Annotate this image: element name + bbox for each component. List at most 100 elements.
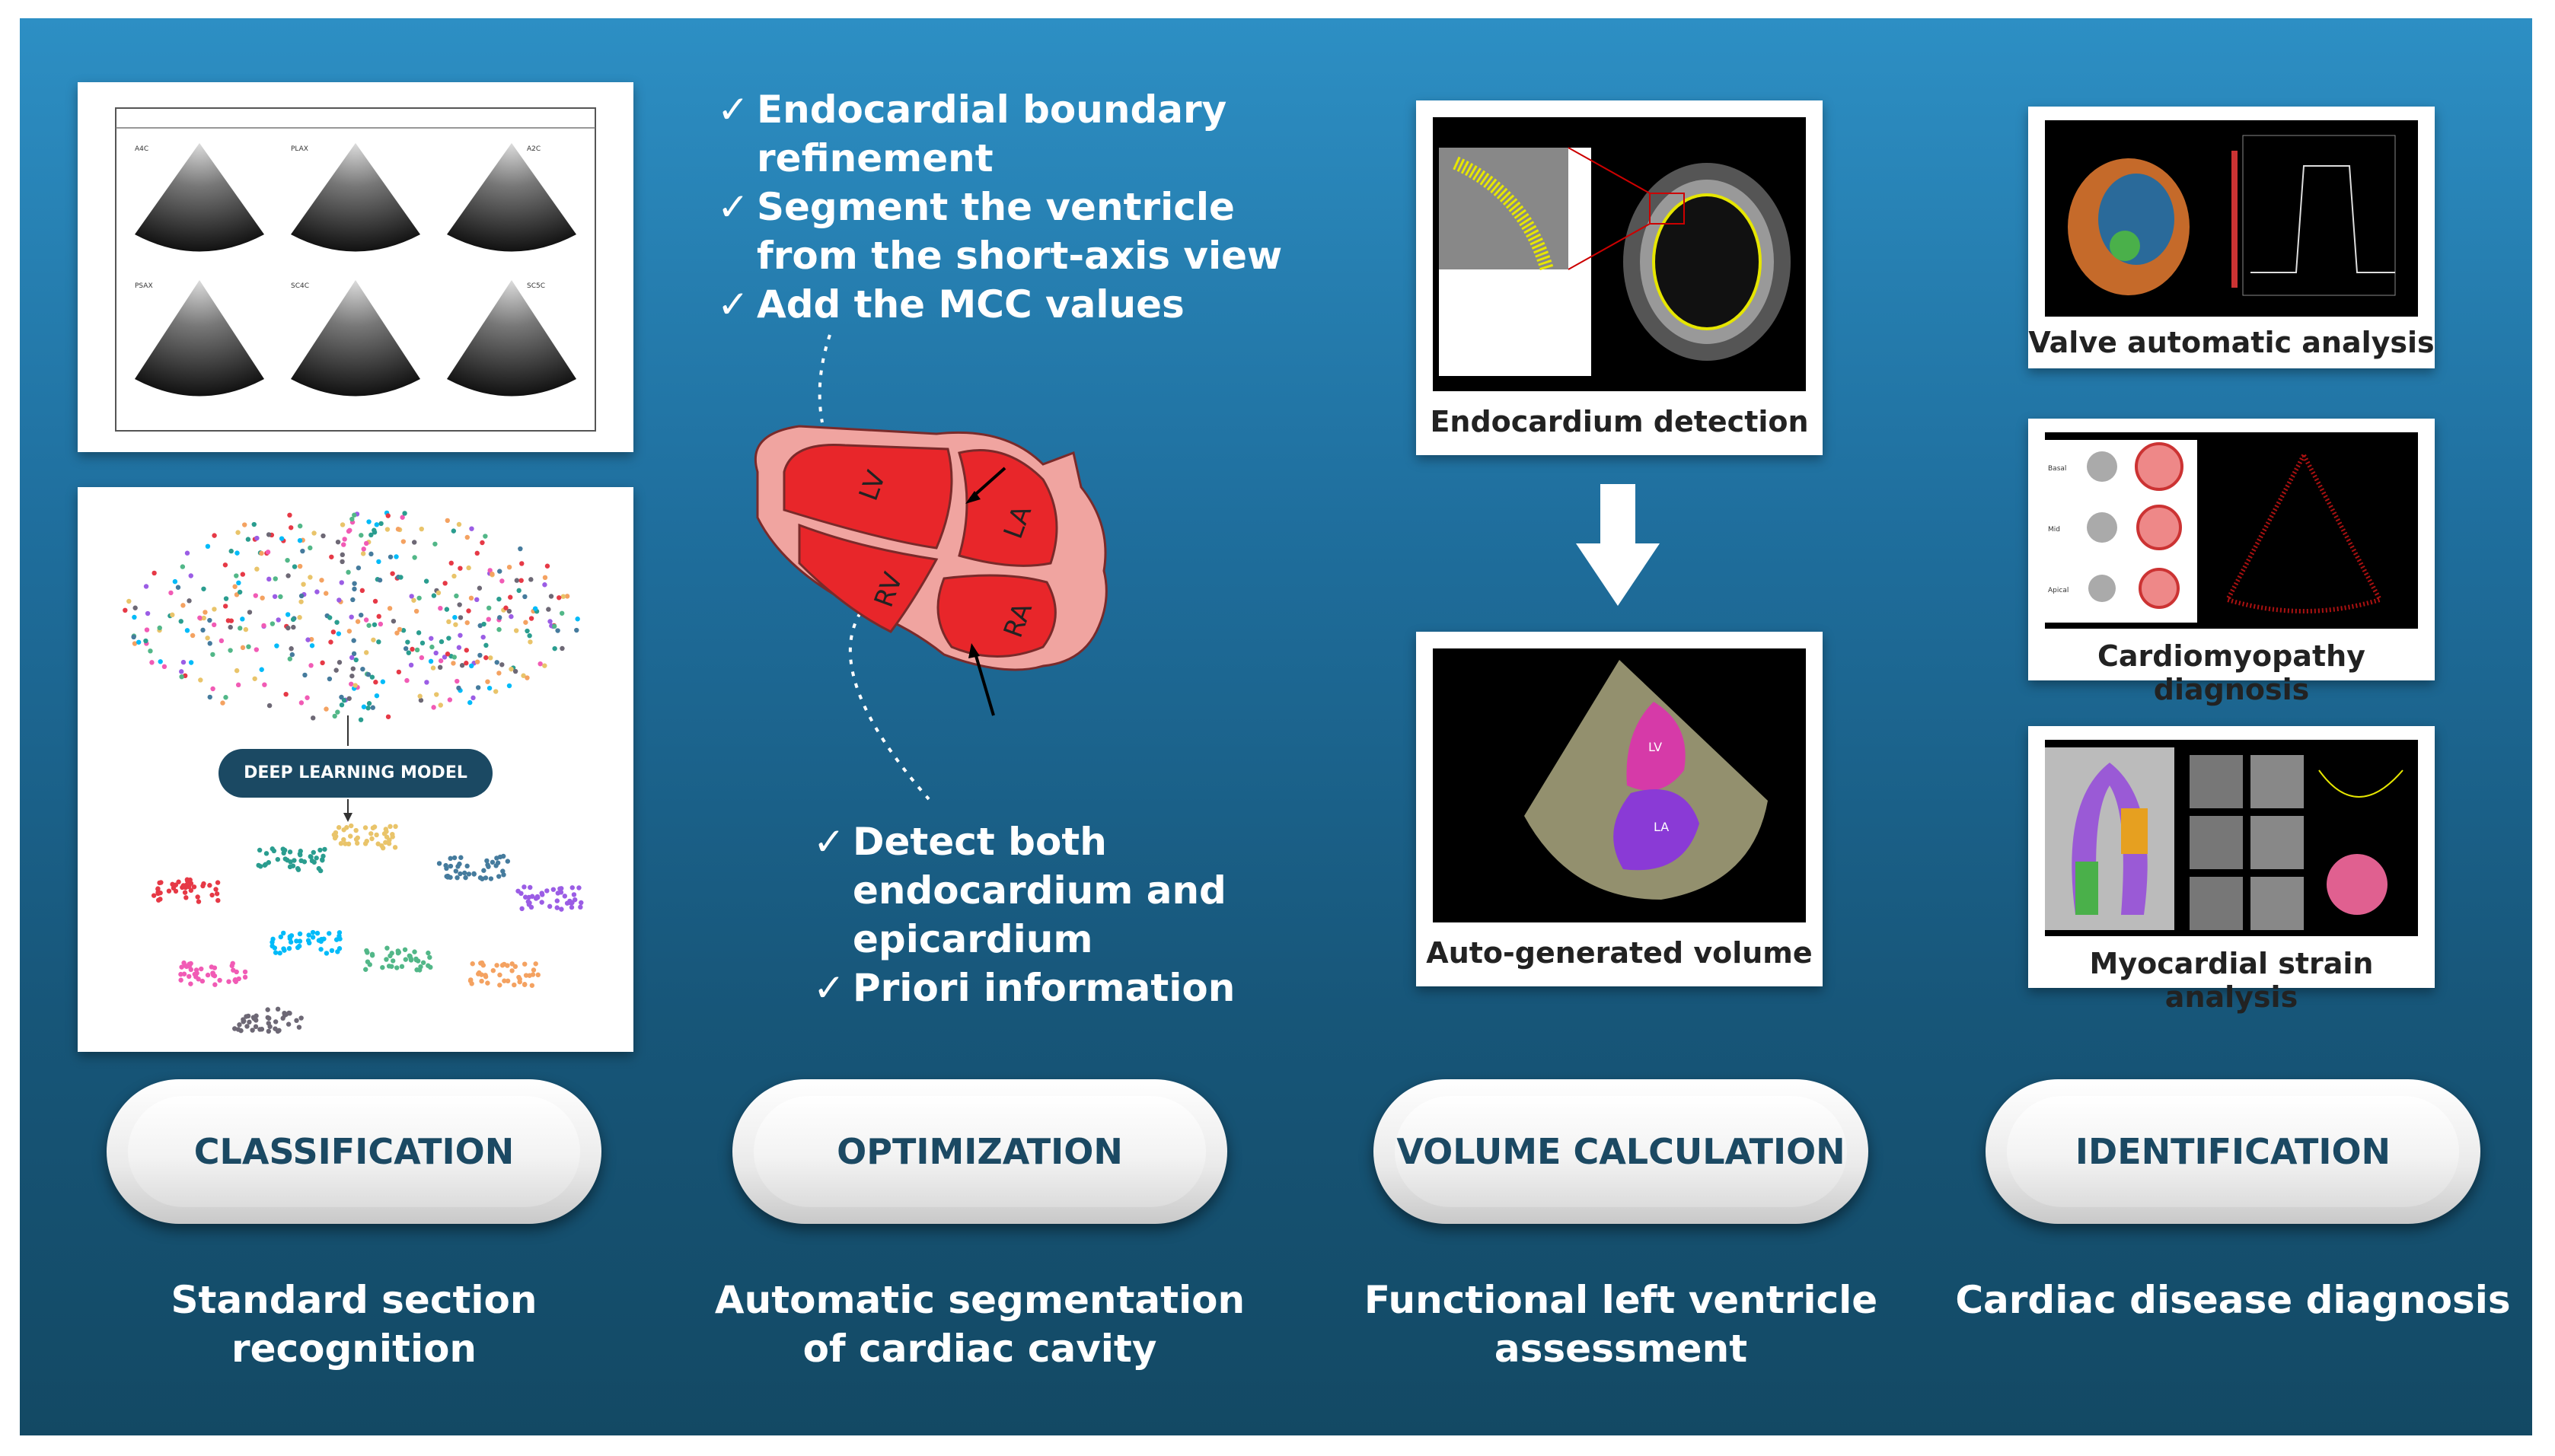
tsne-cluster-point [453,868,459,874]
segment-label-basal: Basal [2048,465,2066,473]
tsne-point [339,580,344,585]
tsne-cluster-point [298,1015,304,1021]
tsne-cluster-point [193,974,199,980]
identification-subtitle: Cardiac disease diagnosis [1955,1278,2511,1322]
tsne-point [408,662,414,668]
tsne-point [391,618,397,624]
tsne-point [518,546,523,552]
tsne-point [238,626,243,631]
tsne-point [516,588,522,594]
tsne-point [158,659,163,664]
tsne-cluster-point [266,1015,272,1021]
tsne-point [274,643,279,648]
tsne-point [187,598,192,604]
tsne-cluster-point [522,982,528,987]
tsne-point [439,639,445,645]
segment-label-apical: Apical [2048,587,2069,594]
tsne-cluster-point [494,855,499,861]
volume-calculation-subtitle: Functional left ventricle assessment [1364,1278,1878,1371]
tsne-point [481,621,486,627]
tsne-point [374,522,380,527]
tsne-point [220,700,225,706]
tsne-point [291,624,296,630]
tsne-point [374,693,380,699]
tsne-cluster-point [477,970,482,976]
volume-calculation-label: VOLUME CALCULATION [1395,1096,1847,1207]
tsne-point [341,697,347,703]
tsne-point [542,582,547,588]
tsne-point [251,521,257,527]
tsne-cluster-point [349,823,354,829]
tsne-cluster-point [235,1027,241,1032]
tsne-point [448,560,454,566]
tsne-point [240,645,246,651]
tsne-point [369,674,375,680]
auto-volume-caption: Auto-generated volume [1426,936,1813,970]
tsne-cluster-point [241,1019,246,1024]
tsne-cluster-point [531,967,537,973]
tsne-point [509,666,514,672]
tsne-cluster-point [485,862,490,868]
tsne-point [397,626,403,632]
tsne-point [486,616,491,622]
tsne-point [339,702,345,708]
tsne-point [311,530,317,536]
tsne-point [228,624,233,630]
tsne-point [528,616,534,621]
tsne-point [273,576,278,581]
tsne-point [363,540,369,546]
tsne-cluster-point [232,977,238,983]
tsne-point [396,669,402,675]
tsne-cluster-point [515,888,521,894]
optimization-checklist-top: ✓Endocardial boundary refinement ✓Segmen… [717,85,1296,329]
checklist-item: ✓Priori information [813,964,1270,1012]
tsne-point [546,607,551,612]
tsne-cluster-point [559,906,564,912]
tsne-cluster-point [399,964,405,970]
tsne-cluster-point [523,894,528,900]
heart-shape [754,425,1108,671]
tsne-point [414,647,420,653]
tsne-cluster-point [155,890,161,897]
tsne-point [488,655,493,661]
tsne-cluster-point [386,841,392,846]
tsne-cluster-point [572,897,578,903]
tsne-cluster-point [420,960,426,965]
tsne-cluster-point [505,859,511,864]
tsne-point [287,512,292,518]
tsne-cluster-point [263,851,270,856]
tsne-point [437,664,443,671]
tsne-point [519,561,525,566]
tsne-point [419,655,425,661]
tsne-point [340,559,345,565]
tsne-point [435,590,442,596]
tsne-point [355,619,361,624]
tsne-point [247,610,253,615]
tsne-point [298,593,305,599]
tsne-point [222,604,228,609]
identification-pill: IDENTIFICATION [1986,1079,2480,1224]
tsne-cluster-point [317,847,323,853]
tsne-cluster-point [539,890,544,896]
tsne-point [398,575,404,580]
tsne-point [376,639,381,645]
tsne-point [223,695,228,700]
tsne-point [228,648,233,653]
tsne-cluster-point [571,892,577,897]
tsne-point [337,660,343,665]
tsne-cluster-point [528,904,534,910]
tsne-point [297,537,303,543]
tsne-point [409,594,414,599]
tsne-point [429,644,435,650]
tsne-cluster-point [181,971,187,977]
tsne-point [245,537,251,542]
tsne-cluster-point [314,855,319,861]
tsne-cluster-point [544,888,550,894]
tsne-cluster-point [187,973,192,980]
tsne-point [335,709,340,715]
tsne-cluster-point [324,951,330,956]
tsne-point [432,541,438,546]
tsne-cluster-point [311,849,316,855]
tsne-point [372,598,378,604]
tsne-cluster-point [212,982,218,987]
